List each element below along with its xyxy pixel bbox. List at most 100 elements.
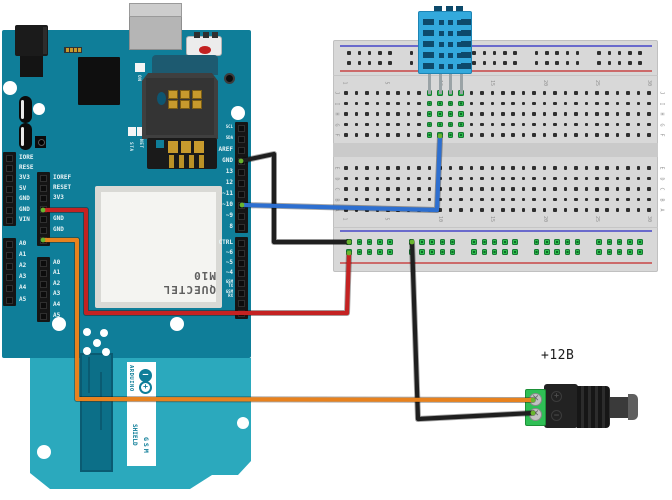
breadboard-hole xyxy=(344,101,348,106)
antenna-connector-led xyxy=(199,46,211,54)
breadboard-hole xyxy=(521,122,526,127)
breadboard-hole xyxy=(534,51,539,55)
breadboard-hole xyxy=(605,166,610,170)
breadboard-hole xyxy=(388,61,392,65)
breadboard-hole xyxy=(490,133,495,137)
breadboard-hole xyxy=(545,51,549,55)
breadboard-hole xyxy=(607,51,612,55)
breadboard-hole xyxy=(615,122,620,127)
breadboard-hole xyxy=(575,61,580,65)
breadboard-hole xyxy=(511,133,515,137)
breadboard-hole xyxy=(595,166,599,170)
header-pin xyxy=(238,309,245,317)
breadboard-hole xyxy=(563,176,568,181)
header-pin xyxy=(39,236,47,244)
breadboard-hole xyxy=(553,187,557,191)
breadboard-hole xyxy=(574,112,578,116)
breadboard-hole-connected xyxy=(616,239,623,245)
rail-line-blue xyxy=(340,230,652,232)
header-pin xyxy=(39,291,47,299)
breadboard-hole xyxy=(553,197,557,202)
sim-connector-pad xyxy=(181,141,191,153)
breadboard-hole xyxy=(354,112,359,116)
pin-label: 8 xyxy=(229,222,233,230)
dht11-pin xyxy=(449,73,452,94)
breadboard-hole xyxy=(521,187,526,191)
pin-label: 13 xyxy=(225,167,233,175)
breadboard-hole xyxy=(521,91,526,95)
header-pin xyxy=(39,270,47,278)
breadboard-hole-connected xyxy=(447,111,454,117)
header-pin xyxy=(39,174,47,182)
breadboard-hole xyxy=(490,197,495,202)
breadboard-hole xyxy=(417,101,421,106)
header-pin xyxy=(6,216,13,224)
breadboard-hole-connected xyxy=(596,249,602,255)
breadboard-hole xyxy=(607,61,612,65)
header-pin xyxy=(238,212,245,220)
pin-label: A4 xyxy=(53,300,61,308)
breadboard-hole xyxy=(532,166,536,170)
breadboard-hole xyxy=(480,133,484,137)
breadboard-hole xyxy=(615,101,620,106)
breadboard-hole xyxy=(595,112,599,116)
breadboard-hole xyxy=(626,122,630,127)
breadboard-hole-connected xyxy=(606,249,613,255)
breadboard-hole xyxy=(615,208,620,212)
dht11-vent xyxy=(457,19,462,25)
breadboard-hole xyxy=(584,176,589,181)
breadboard-hole xyxy=(542,208,547,212)
header-pin xyxy=(39,301,47,309)
breadboard-hole xyxy=(469,91,474,95)
breadboard-hole xyxy=(448,197,453,202)
antenna-connector-pin xyxy=(203,32,209,38)
breadboard-hole xyxy=(521,112,526,116)
header-pin xyxy=(238,269,245,277)
pin-label: 5V xyxy=(19,184,27,192)
breadboard-hole xyxy=(511,187,515,191)
breadboard-hole xyxy=(563,166,568,170)
breadboard-hole xyxy=(563,122,568,127)
breadboard-hole xyxy=(511,197,515,202)
breadboard-hole xyxy=(542,197,547,202)
breadboard-hole xyxy=(636,187,641,191)
header-pin xyxy=(238,249,245,257)
antenna-connector-pin xyxy=(212,32,218,38)
breadboard-hole xyxy=(563,91,568,95)
breadboard-hole xyxy=(636,208,641,212)
pin-label: ~4 xyxy=(225,268,233,276)
breadboard-hole xyxy=(490,101,495,106)
breadboard-hole xyxy=(500,133,505,137)
header-pin xyxy=(39,280,47,288)
breadboard-hole-connected xyxy=(627,249,633,255)
breadboard-hole xyxy=(542,101,547,106)
breadboard-hole xyxy=(490,176,495,181)
breadboard-hole xyxy=(553,91,557,95)
sim-connector-lead xyxy=(199,155,204,168)
breadboard-hole xyxy=(553,133,557,137)
dht11-vent xyxy=(439,41,444,47)
breadboard-hole xyxy=(542,166,547,170)
pin-label: A1 xyxy=(19,250,27,258)
pin-label: 3V3 xyxy=(19,174,30,182)
solder-pad xyxy=(66,48,69,52)
breadboard-hole xyxy=(636,133,641,137)
mount-hole xyxy=(37,445,51,459)
breadboard-hole xyxy=(542,133,547,137)
breadboard-hole xyxy=(532,208,536,212)
breadboard-hole xyxy=(584,122,589,127)
pin-label: 3V3 xyxy=(53,194,64,202)
solder-pad xyxy=(74,48,77,52)
breadboard-hole xyxy=(480,112,484,116)
breadboard-hole-connected xyxy=(458,111,464,117)
breadboard-hole xyxy=(584,197,589,202)
breadboard-hole xyxy=(584,91,589,95)
breadboard-hole xyxy=(615,176,620,181)
breadboard-hole xyxy=(354,122,359,127)
jack-minus-mark: – xyxy=(551,410,562,421)
breadboard-hole xyxy=(406,112,411,116)
breadboard-hole xyxy=(617,51,622,55)
breadboard-hole xyxy=(469,187,474,191)
breadboard-hole xyxy=(647,101,651,106)
